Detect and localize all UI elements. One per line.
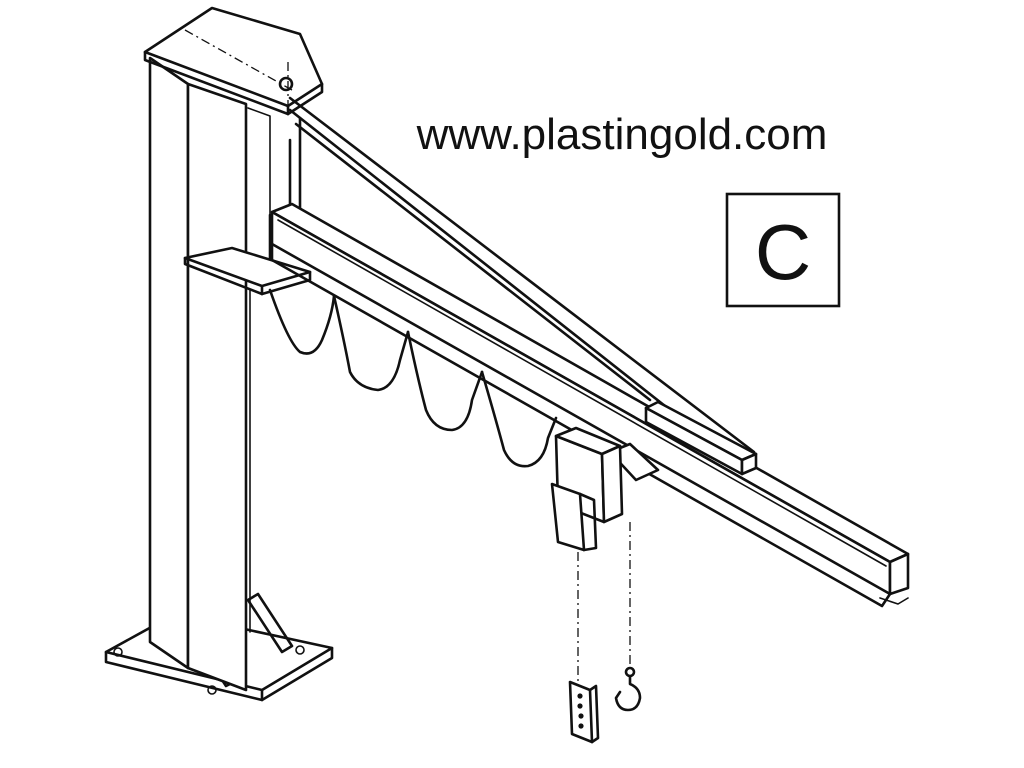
- variant-badge: C: [725, 192, 841, 308]
- watermark-url: www.plastingold.com: [416, 110, 828, 159]
- festoon-cable-loops: [268, 288, 558, 468]
- variant-letter: C: [755, 208, 811, 296]
- control-pendant: [568, 680, 600, 744]
- hook-icon: [614, 666, 642, 712]
- tie-rod-clamp: [644, 400, 758, 476]
- column: [148, 56, 271, 692]
- jib-hinge-bracket: [183, 213, 312, 296]
- hoist-chains: [577, 522, 631, 682]
- jib-arm: [270, 202, 910, 608]
- hoist-trolley: [550, 426, 660, 552]
